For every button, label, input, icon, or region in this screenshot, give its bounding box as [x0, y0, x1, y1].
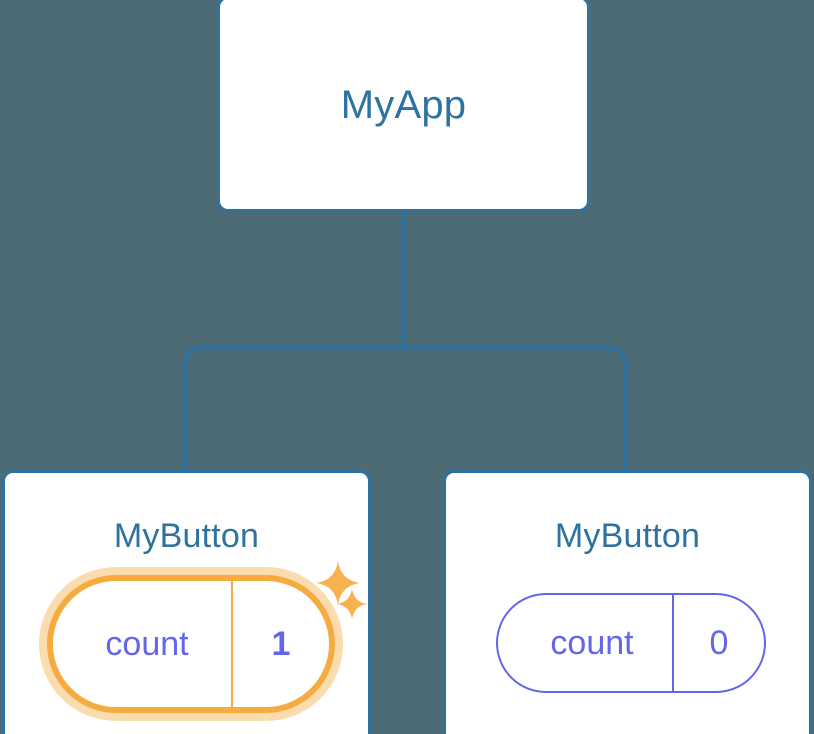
connector-to-right-child	[404, 346, 627, 472]
node-mybutton-left-label: MyButton	[113, 517, 260, 555]
node-mybutton-left[interactable]: MyButton count 1	[2, 470, 371, 734]
node-mybutton-right-label: MyButton	[554, 517, 701, 555]
state-pill-right[interactable]: count 0	[496, 593, 766, 693]
state-pill-right-key: count	[550, 623, 634, 662]
state-pill-left[interactable]: count 1	[47, 575, 335, 713]
state-pill-left-value: 1	[231, 581, 329, 707]
state-pill-left-key: count	[105, 624, 189, 663]
node-mybutton-right[interactable]: MyButton count 0	[443, 470, 812, 734]
node-myapp-label: MyApp	[340, 83, 467, 127]
connector-to-left-child	[183, 346, 404, 472]
state-pill-left-wrapper: count 1	[39, 567, 343, 721]
state-pill-right-value: 0	[672, 595, 764, 691]
node-myapp[interactable]: MyApp	[217, 0, 590, 212]
